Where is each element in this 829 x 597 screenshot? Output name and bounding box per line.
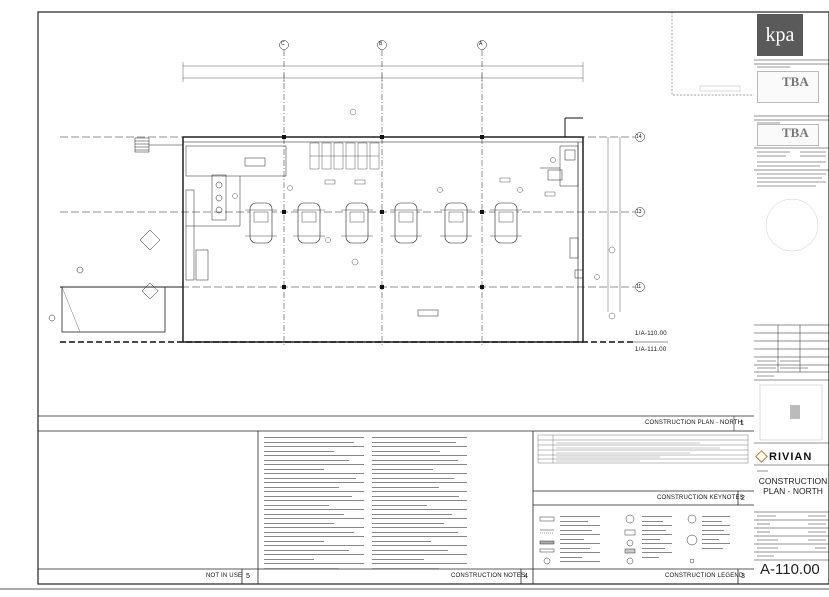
grid-label-a: A <box>479 41 483 47</box>
notes-number: 4 <box>524 573 528 580</box>
grid-label-11: 11 <box>636 284 642 290</box>
sheet-title-line-2: PLAN - NORTH <box>763 486 823 496</box>
construction-notes-column-1 <box>264 437 364 572</box>
owner-logo: RIVIAN <box>769 451 813 463</box>
keynotes-number: 2 <box>741 495 745 502</box>
sheet-title: CONSTRUCTION PLAN - NORTH <box>757 476 829 496</box>
section-ref-top: 1/A-110.00 <box>635 331 667 337</box>
consultant-mark-2: TBA <box>782 125 809 140</box>
firm-logo-text: kpa <box>765 23 795 46</box>
grid-label-14: 14 <box>636 134 642 140</box>
drawing-title: CONSTRUCTION PLAN - NORTH <box>645 420 743 426</box>
firm-logo: kpa <box>757 14 803 56</box>
section-ref-bottom: 1/A-111.00 <box>635 347 667 353</box>
not-in-use-title: NOT IN USE <box>206 573 243 579</box>
grid-label-b: B <box>379 41 383 47</box>
consultant-logo-1: TBA <box>757 71 819 103</box>
grid-label-c: C <box>281 41 285 47</box>
consultant-logo-2: TBA <box>757 124 819 146</box>
notes-title: CONSTRUCTION NOTES <box>451 573 526 579</box>
legend-column-2 <box>642 516 672 561</box>
legend-column-3 <box>702 516 730 552</box>
construction-notes-column-2 <box>372 437 467 572</box>
drawing-number: 1 <box>740 420 744 427</box>
consultant-mark-1: TBA <box>782 74 809 89</box>
legend-number: 3 <box>741 573 745 580</box>
legend-column-1 <box>560 516 600 566</box>
keynotes-title: CONSTRUCTION KEYNOTES <box>657 495 744 501</box>
sheet-title-line-1: CONSTRUCTION <box>758 476 828 486</box>
legend-title: CONSTRUCTION LEGEND <box>665 573 744 579</box>
not-in-use-number: 5 <box>246 573 250 580</box>
grid-label-13: 13 <box>636 209 642 215</box>
sheet-number: A-110.00 <box>760 561 820 578</box>
